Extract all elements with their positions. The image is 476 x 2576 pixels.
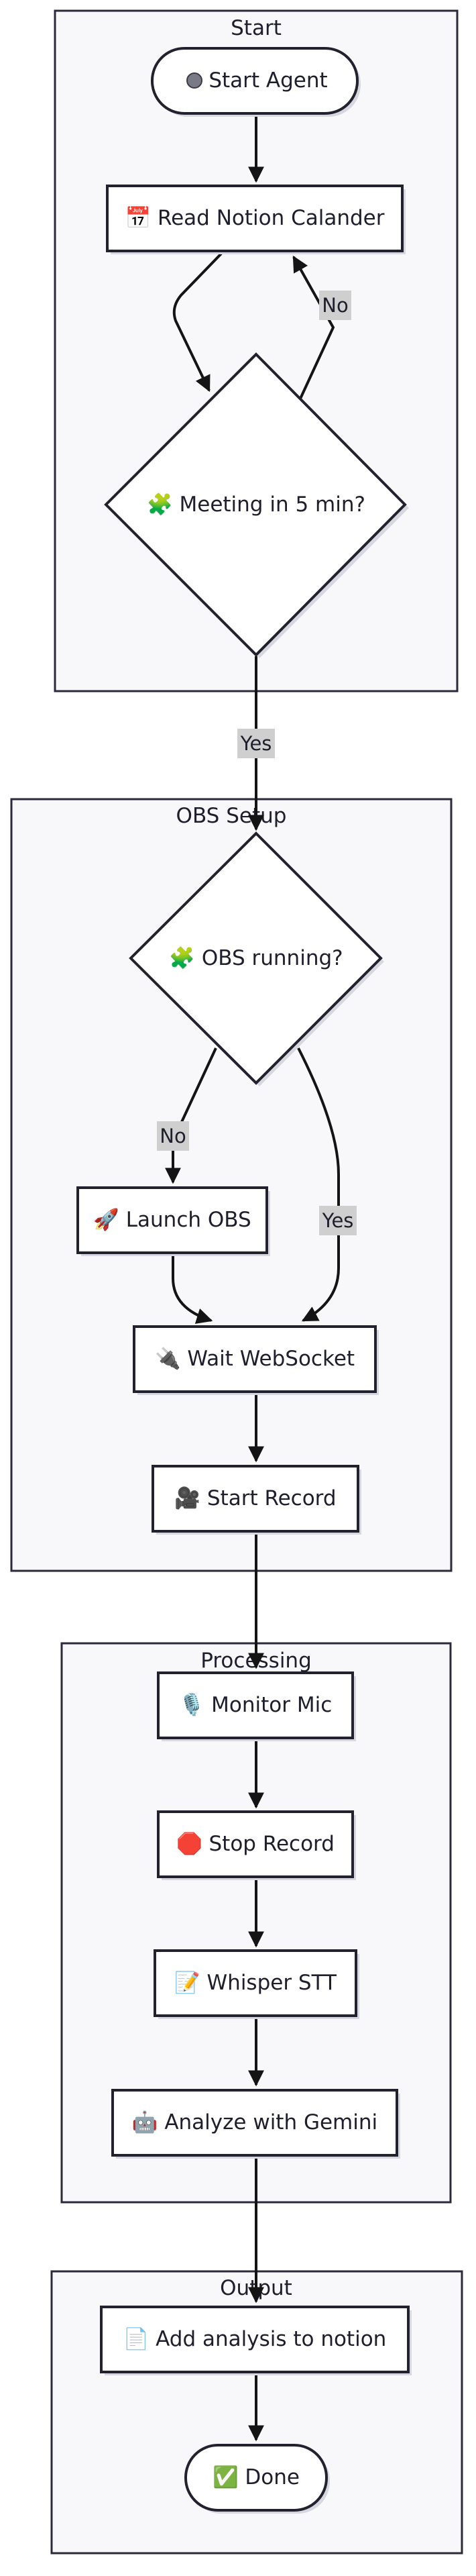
node-start-agent[interactable]: Start Agent (151, 47, 361, 117)
node-meeting-check-label: 🧩 Meeting in 5 min? (147, 492, 365, 517)
edge-label-no-obs: No (157, 1121, 189, 1151)
node-done-label: ✅ Done (213, 2465, 300, 2489)
node-wait-websocket[interactable]: 🔌 Wait WebSocket (133, 1325, 379, 1395)
node-stop-record-label: 🛑 Stop Record (176, 1831, 335, 1856)
node-launch-obs-label: 🚀 Launch OBS (93, 1207, 251, 1232)
edge-label-no-loop: No (319, 291, 351, 320)
node-read-notion-label: 📅 Read Notion Calander (125, 205, 385, 230)
node-start-agent-label: Start Agent (209, 68, 327, 93)
edge-label-yes-obs: Yes (319, 1206, 357, 1235)
node-wait-websocket-label: 🔌 Wait WebSocket (155, 1346, 355, 1371)
node-monitor-mic[interactable]: 🎙️ Monitor Mic (157, 1671, 356, 1741)
node-obs-running-label: 🧩 OBS running? (169, 945, 343, 970)
edge-launch-to-wait (172, 1253, 213, 1324)
node-start-record-label: 🎥 Start Record (174, 1486, 336, 1510)
node-monitor-mic-label: 🎙️ Monitor Mic (179, 1692, 333, 1717)
node-start-record[interactable]: 🎥 Start Record (152, 1465, 361, 1535)
node-read-notion[interactable]: 📅 Read Notion Calander (106, 185, 406, 254)
circle-icon (186, 72, 202, 89)
node-analyze-gemini[interactable]: 🤖 Analyze with Gemini (111, 2089, 400, 2159)
node-whisper-stt-label: 📝 Whisper STT (174, 1970, 337, 1995)
svg-text:Yes: Yes (240, 732, 272, 755)
edge-meeting-no-loop (292, 255, 335, 399)
node-done[interactable]: ✅ Done (184, 2444, 330, 2514)
edge-read-to-meeting (172, 252, 223, 393)
node-whisper-stt[interactable]: 📝 Whisper STT (154, 1949, 359, 2019)
edge-label-yes-meeting: Yes (237, 729, 275, 758)
node-analyze-gemini-label: 🤖 Analyze with Gemini (132, 2110, 377, 2134)
svg-text:No: No (322, 294, 348, 317)
cluster-obs-label: OBS Setup (176, 804, 287, 828)
cluster-start-label: Start (231, 16, 282, 40)
node-add-to-notion-label: 📄 Add analysis to notion (123, 2326, 387, 2351)
svg-text:Yes: Yes (322, 1209, 354, 1232)
node-launch-obs[interactable]: 🚀 Launch OBS (76, 1186, 270, 1256)
edge-obs-yes (297, 1047, 340, 1322)
node-obs-running[interactable]: 🧩 OBS running? (129, 831, 384, 1086)
node-meeting-check[interactable]: 🧩 Meeting in 5 min? (104, 352, 409, 658)
node-add-to-notion[interactable]: 📄 Add analysis to notion (100, 2306, 412, 2375)
node-stop-record[interactable]: 🛑 Stop Record (157, 1810, 356, 1880)
svg-text:No: No (160, 1125, 186, 1147)
